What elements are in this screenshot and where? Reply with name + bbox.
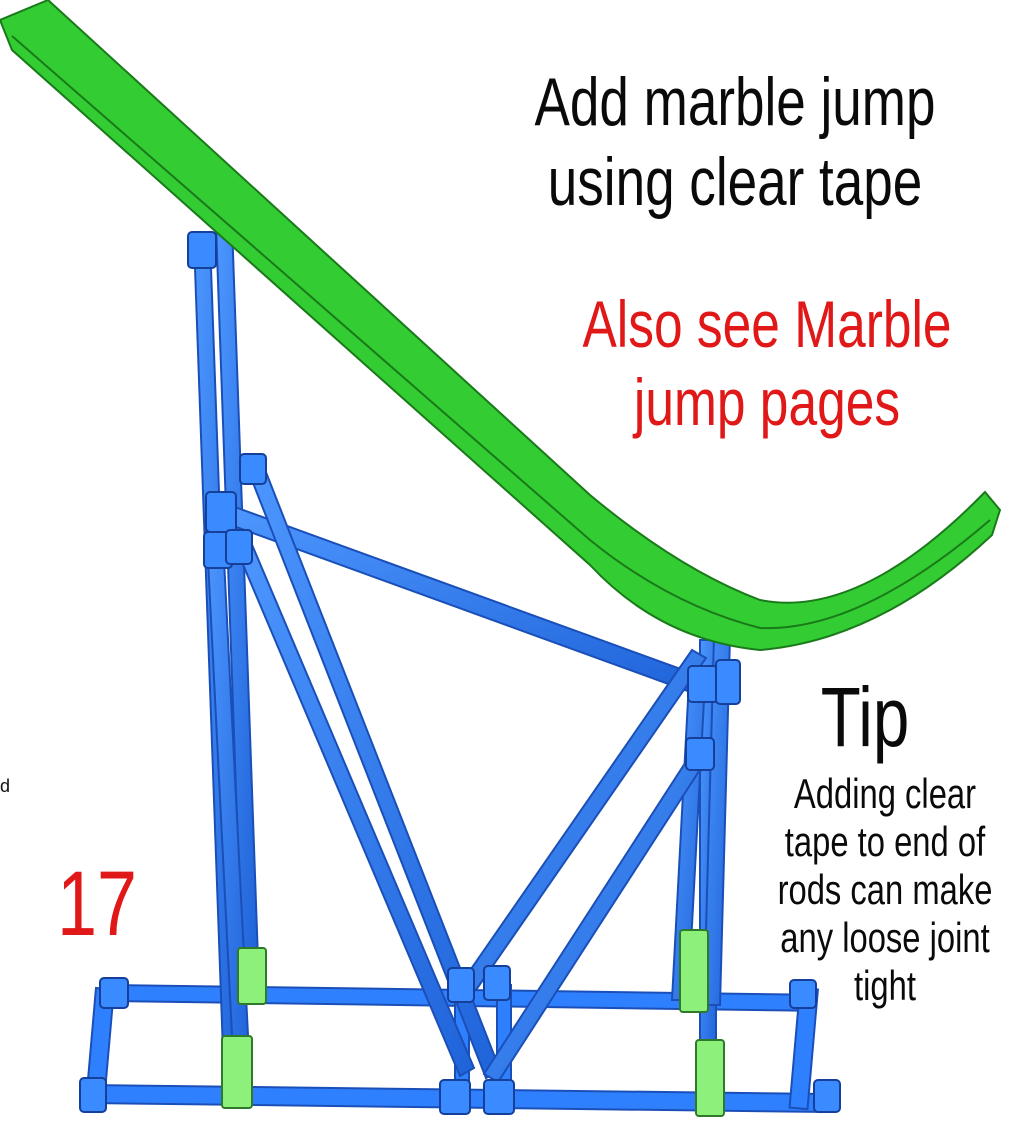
connector xyxy=(79,1077,107,1113)
connector xyxy=(447,967,475,1003)
see-also-note: Also see Marble jump pages xyxy=(529,286,1005,442)
connector xyxy=(225,529,253,565)
green-connectors xyxy=(221,929,725,1117)
connector xyxy=(687,665,719,703)
green-connector xyxy=(695,1039,725,1117)
connector xyxy=(813,1079,841,1113)
blue-connectors xyxy=(79,231,841,1115)
track-edge xyxy=(11,35,991,630)
diagonal-braces xyxy=(226,460,716,1084)
connector xyxy=(483,965,511,1001)
connector xyxy=(239,453,267,485)
heading-line-1: Add marble jump xyxy=(534,64,936,140)
connector xyxy=(99,977,129,1009)
green-connector xyxy=(221,1035,253,1109)
marble-track xyxy=(0,0,1002,652)
tip-line-4: any loose joint xyxy=(780,913,990,961)
connector xyxy=(789,979,817,1009)
connector xyxy=(439,1079,471,1115)
see-also-line-1: Also see Marble xyxy=(582,287,952,361)
see-also-line-2: jump pages xyxy=(633,364,901,439)
connector xyxy=(483,1079,515,1115)
tip-title: Tip xyxy=(820,670,910,764)
connector xyxy=(205,491,237,533)
tip-line-5: tight xyxy=(854,961,916,1009)
connector xyxy=(715,659,741,705)
green-connector xyxy=(237,947,267,1005)
connector xyxy=(685,737,715,771)
heading-line-2: using clear tape xyxy=(547,144,923,221)
tip-line-3: rods can make xyxy=(777,865,993,913)
instruction-heading: Add marble jump using clear tape xyxy=(497,62,973,222)
cropped-edge-text: d xyxy=(0,776,11,796)
tip-line-1: Adding clear xyxy=(793,770,977,817)
connector xyxy=(187,231,217,269)
brace-right-1 xyxy=(460,648,708,992)
tip-body: Adding clear tape to end of rods can mak… xyxy=(772,770,998,1009)
step-number: 17 xyxy=(57,853,137,955)
tip-line-2: tape to end of xyxy=(784,817,986,865)
green-connector xyxy=(679,929,709,1013)
